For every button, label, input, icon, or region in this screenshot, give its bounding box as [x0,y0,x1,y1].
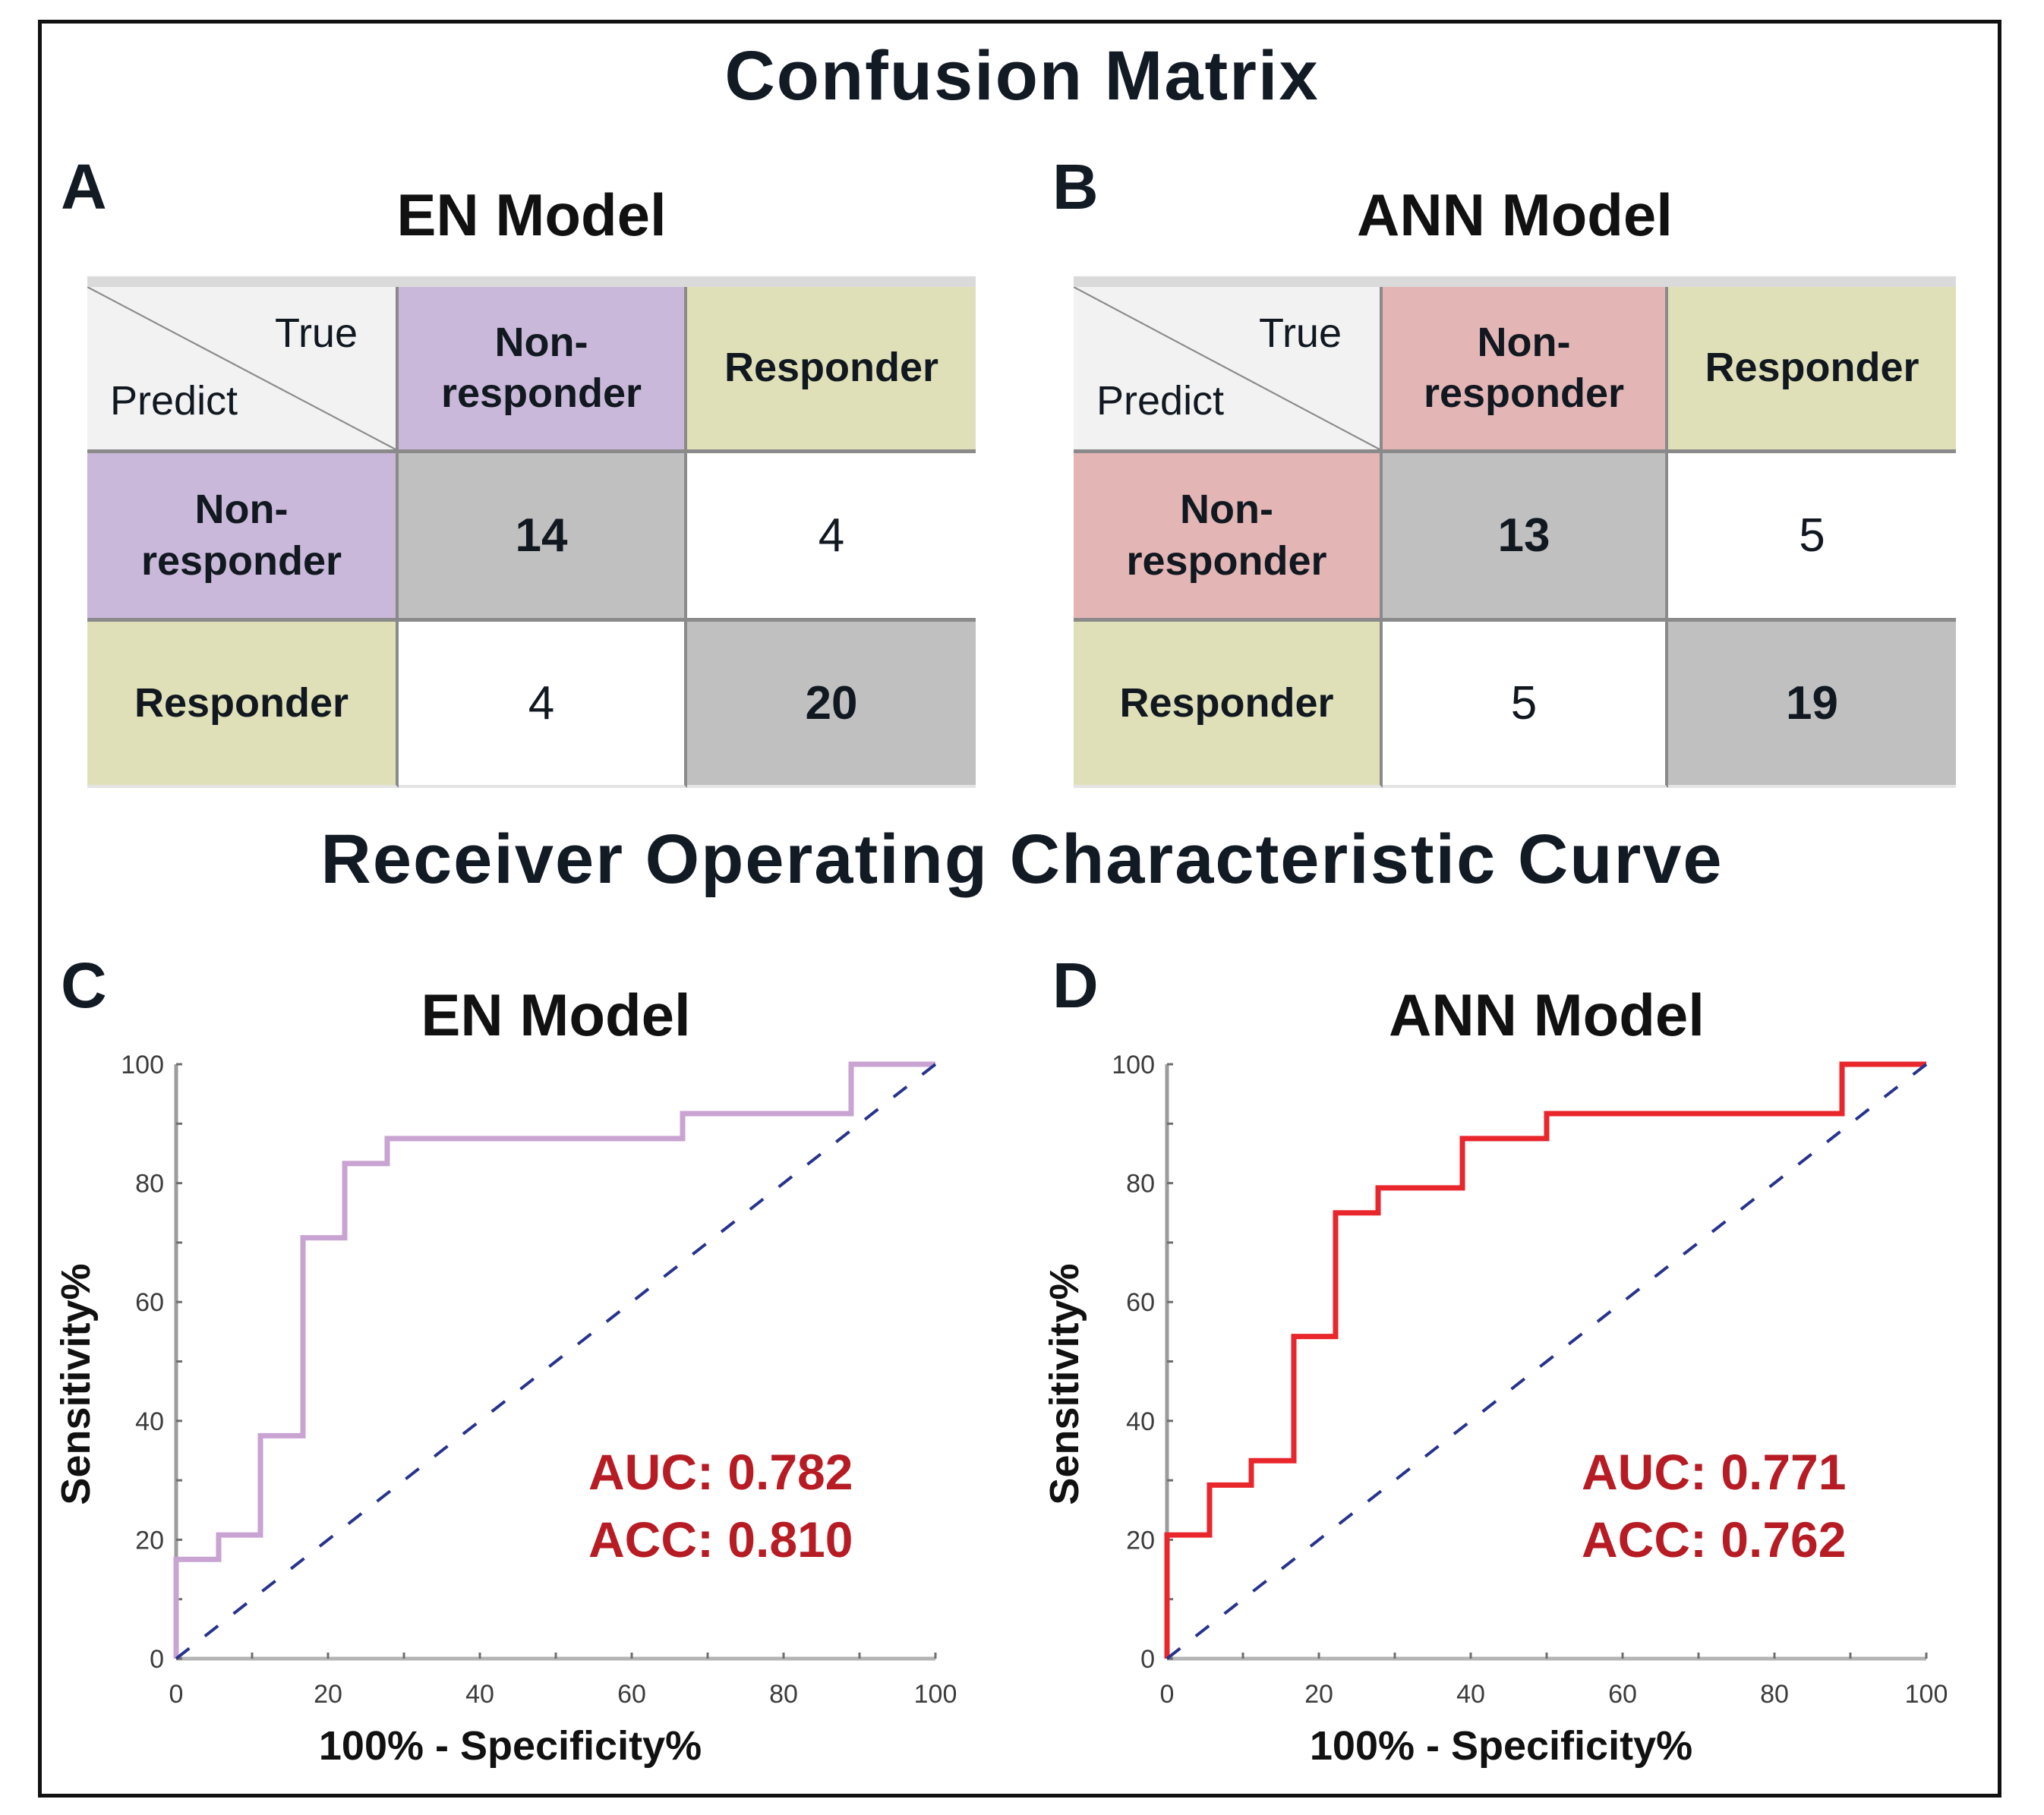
row-header-non-responder: Non- responder [1074,453,1383,622]
x-tick-label: 20 [314,1680,342,1709]
col-header-responder: Responder [687,287,976,453]
matrix-a-title: EN Model [396,181,667,248]
roc-en-title: EN Model [421,982,691,1048]
cell-false-positive: 4 [399,622,687,788]
matrix-corner-cell: True Predict [87,287,399,453]
y-tick-label: 20 [135,1526,164,1555]
y-tick-label: 80 [1126,1170,1155,1199]
panel-label-d: D [1052,950,1099,1021]
y-tick-label: 0 [1140,1645,1155,1674]
panel-label-a: A [61,151,107,222]
confusion-matrix-ann: True Predict Non- responder Responder No… [1074,276,1956,788]
y-axis-title: Sensitivity% [53,1263,99,1505]
x-tick-label: 40 [1456,1680,1485,1709]
matrix-corner-cell: True Predict [1074,287,1383,453]
x-tick-label: 60 [617,1680,646,1709]
corner-true-label: True [274,310,358,356]
x-tick-label: 20 [1304,1680,1333,1709]
auc-label: AUC: 0.782 [588,1444,853,1500]
x-tick-label: 0 [1160,1680,1175,1709]
cell-true-positive: 19 [1668,622,1956,788]
figure-frame [38,20,2001,1798]
x-tick-label: 60 [1608,1680,1637,1709]
y-tick-label: 100 [121,1051,164,1079]
y-tick-label: 60 [1126,1288,1155,1317]
row-header-responder: Responder [1074,622,1383,788]
corner-predict-label: Predict [110,377,238,424]
confusion-matrix-title: Confusion Matrix [724,37,1320,115]
cell-false-negative: 5 [1668,453,1956,622]
col-header-non-responder: Non- responder [1383,287,1668,453]
acc-label: ACC: 0.810 [588,1511,853,1568]
panel-label-c: C [61,950,107,1021]
x-tick-label: 0 [169,1680,184,1709]
roc-section-title: Receiver Operating Characteristic Curve [320,821,1724,898]
corner-predict-label: Predict [1096,377,1225,424]
cell-false-positive: 5 [1383,622,1668,788]
y-tick-label: 80 [135,1170,164,1199]
x-tick-label: 100 [1905,1680,1948,1709]
x-tick-label: 40 [465,1680,494,1709]
cell-false-negative: 4 [687,453,976,622]
y-tick-label: 20 [1126,1526,1155,1555]
x-tick-label: 80 [769,1680,798,1709]
row-header-non-responder: Non- responder [87,453,399,622]
x-tick-label: 100 [914,1680,957,1709]
y-tick-label: 0 [150,1645,164,1674]
reference-diagonal-line [1166,1063,1928,1660]
confusion-matrix-en: True Predict Non- responder Responder No… [87,276,976,788]
cell-true-positive: 20 [687,622,976,788]
col-header-non-responder: Non- responder [399,287,687,453]
x-axis-title: 100% - Specificity% [1310,1723,1692,1769]
y-tick-label: 60 [135,1288,164,1317]
y-axis-title: Sensitivity% [1042,1263,1087,1505]
y-tick-label: 100 [1112,1051,1155,1079]
diagonal-divider [87,287,396,449]
y-tick-label: 40 [135,1407,164,1436]
acc-label: ACC: 0.762 [1582,1511,1846,1568]
panel-label-b: B [1052,151,1099,222]
roc-ann-title: ANN Model [1389,982,1705,1048]
x-tick-label: 80 [1760,1680,1789,1709]
x-axis-title: 100% - Specificity% [319,1723,702,1769]
auc-label: AUC: 0.771 [1582,1444,1846,1500]
cell-true-negative: 14 [399,453,687,622]
reference-diagonal-line [175,1063,937,1660]
matrix-b-title: ANN Model [1357,181,1673,248]
corner-true-label: True [1258,310,1342,356]
col-header-responder: Responder [1668,287,1956,453]
cell-true-negative: 13 [1383,453,1668,622]
row-header-responder: Responder [87,622,399,788]
y-tick-label: 40 [1126,1407,1155,1436]
diagonal-divider [1074,287,1380,449]
